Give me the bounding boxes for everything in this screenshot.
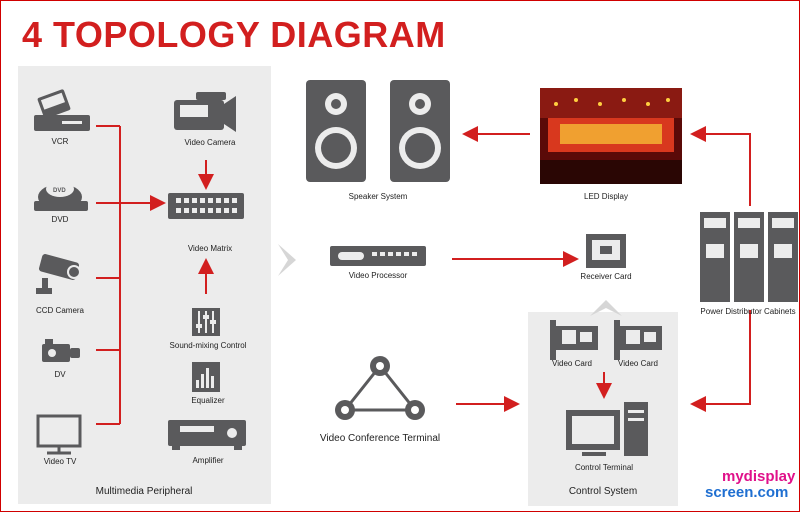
video-conference-icon	[335, 356, 425, 420]
video-card-1-label: Video Card	[552, 359, 592, 368]
watermark-line1: mydisplay	[722, 468, 796, 485]
receiver-card-label: Receiver Card	[580, 272, 632, 281]
dvd-label: DVD	[51, 215, 69, 224]
video-processor-label: Video Processor	[348, 271, 408, 280]
video-matrix-label: Video Matrix	[187, 244, 233, 253]
equalizer-icon	[192, 362, 220, 392]
power-distributor-cabinets-icon	[700, 212, 798, 302]
speaker-right-icon	[390, 80, 450, 182]
control-terminal-label: Control Terminal	[574, 463, 634, 472]
watermark-line2: screen.com	[705, 484, 789, 501]
led-display-image	[540, 88, 682, 184]
dv-camera-icon	[42, 339, 80, 362]
dvd-icon: DVD	[34, 181, 88, 211]
sound-mixing-control-icon	[192, 308, 220, 336]
vcr-label: VCR	[51, 137, 69, 146]
ccd-camera-icon	[36, 254, 81, 294]
power-cabinets-label: Power Distributor Cabinets	[700, 307, 796, 316]
video-processor-icon	[330, 246, 426, 266]
amplifier-label: Amplifier	[192, 456, 224, 465]
speaker-system-label: Speaker System	[348, 192, 408, 201]
control-system-label: Control System	[568, 486, 638, 497]
video-card-2-icon	[614, 320, 662, 360]
sound-mixing-control-label: Sound-mixing Control	[169, 341, 247, 350]
video-tv-icon	[36, 414, 82, 455]
video-camera-icon	[174, 92, 236, 132]
control-terminal-icon	[566, 402, 648, 456]
multimedia-peripheral-label: Multimedia Peripheral	[95, 486, 193, 497]
ccd-camera-label: CCD Camera	[35, 306, 85, 315]
vcr-icon	[34, 89, 90, 131]
speaker-left-icon	[306, 80, 366, 182]
video-matrix-icon	[168, 193, 244, 219]
video-card-1-icon	[550, 320, 598, 360]
video-camera-label: Video Camera	[184, 138, 236, 147]
video-conference-label: Video Conference Terminal	[319, 433, 441, 444]
equalizer-label: Equalizer	[191, 396, 225, 405]
amplifier-icon	[168, 420, 246, 450]
video-card-2-label: Video Card	[618, 359, 658, 368]
diagram-title: 4 TOPOLOGY DIAGRAM	[22, 14, 446, 55]
dv-label: DV	[54, 370, 66, 379]
receiver-card-icon	[586, 234, 626, 268]
svg-text:DVD: DVD	[53, 188, 66, 194]
video-tv-label: Video TV	[43, 457, 77, 466]
led-display-label: LED Display	[583, 192, 629, 201]
